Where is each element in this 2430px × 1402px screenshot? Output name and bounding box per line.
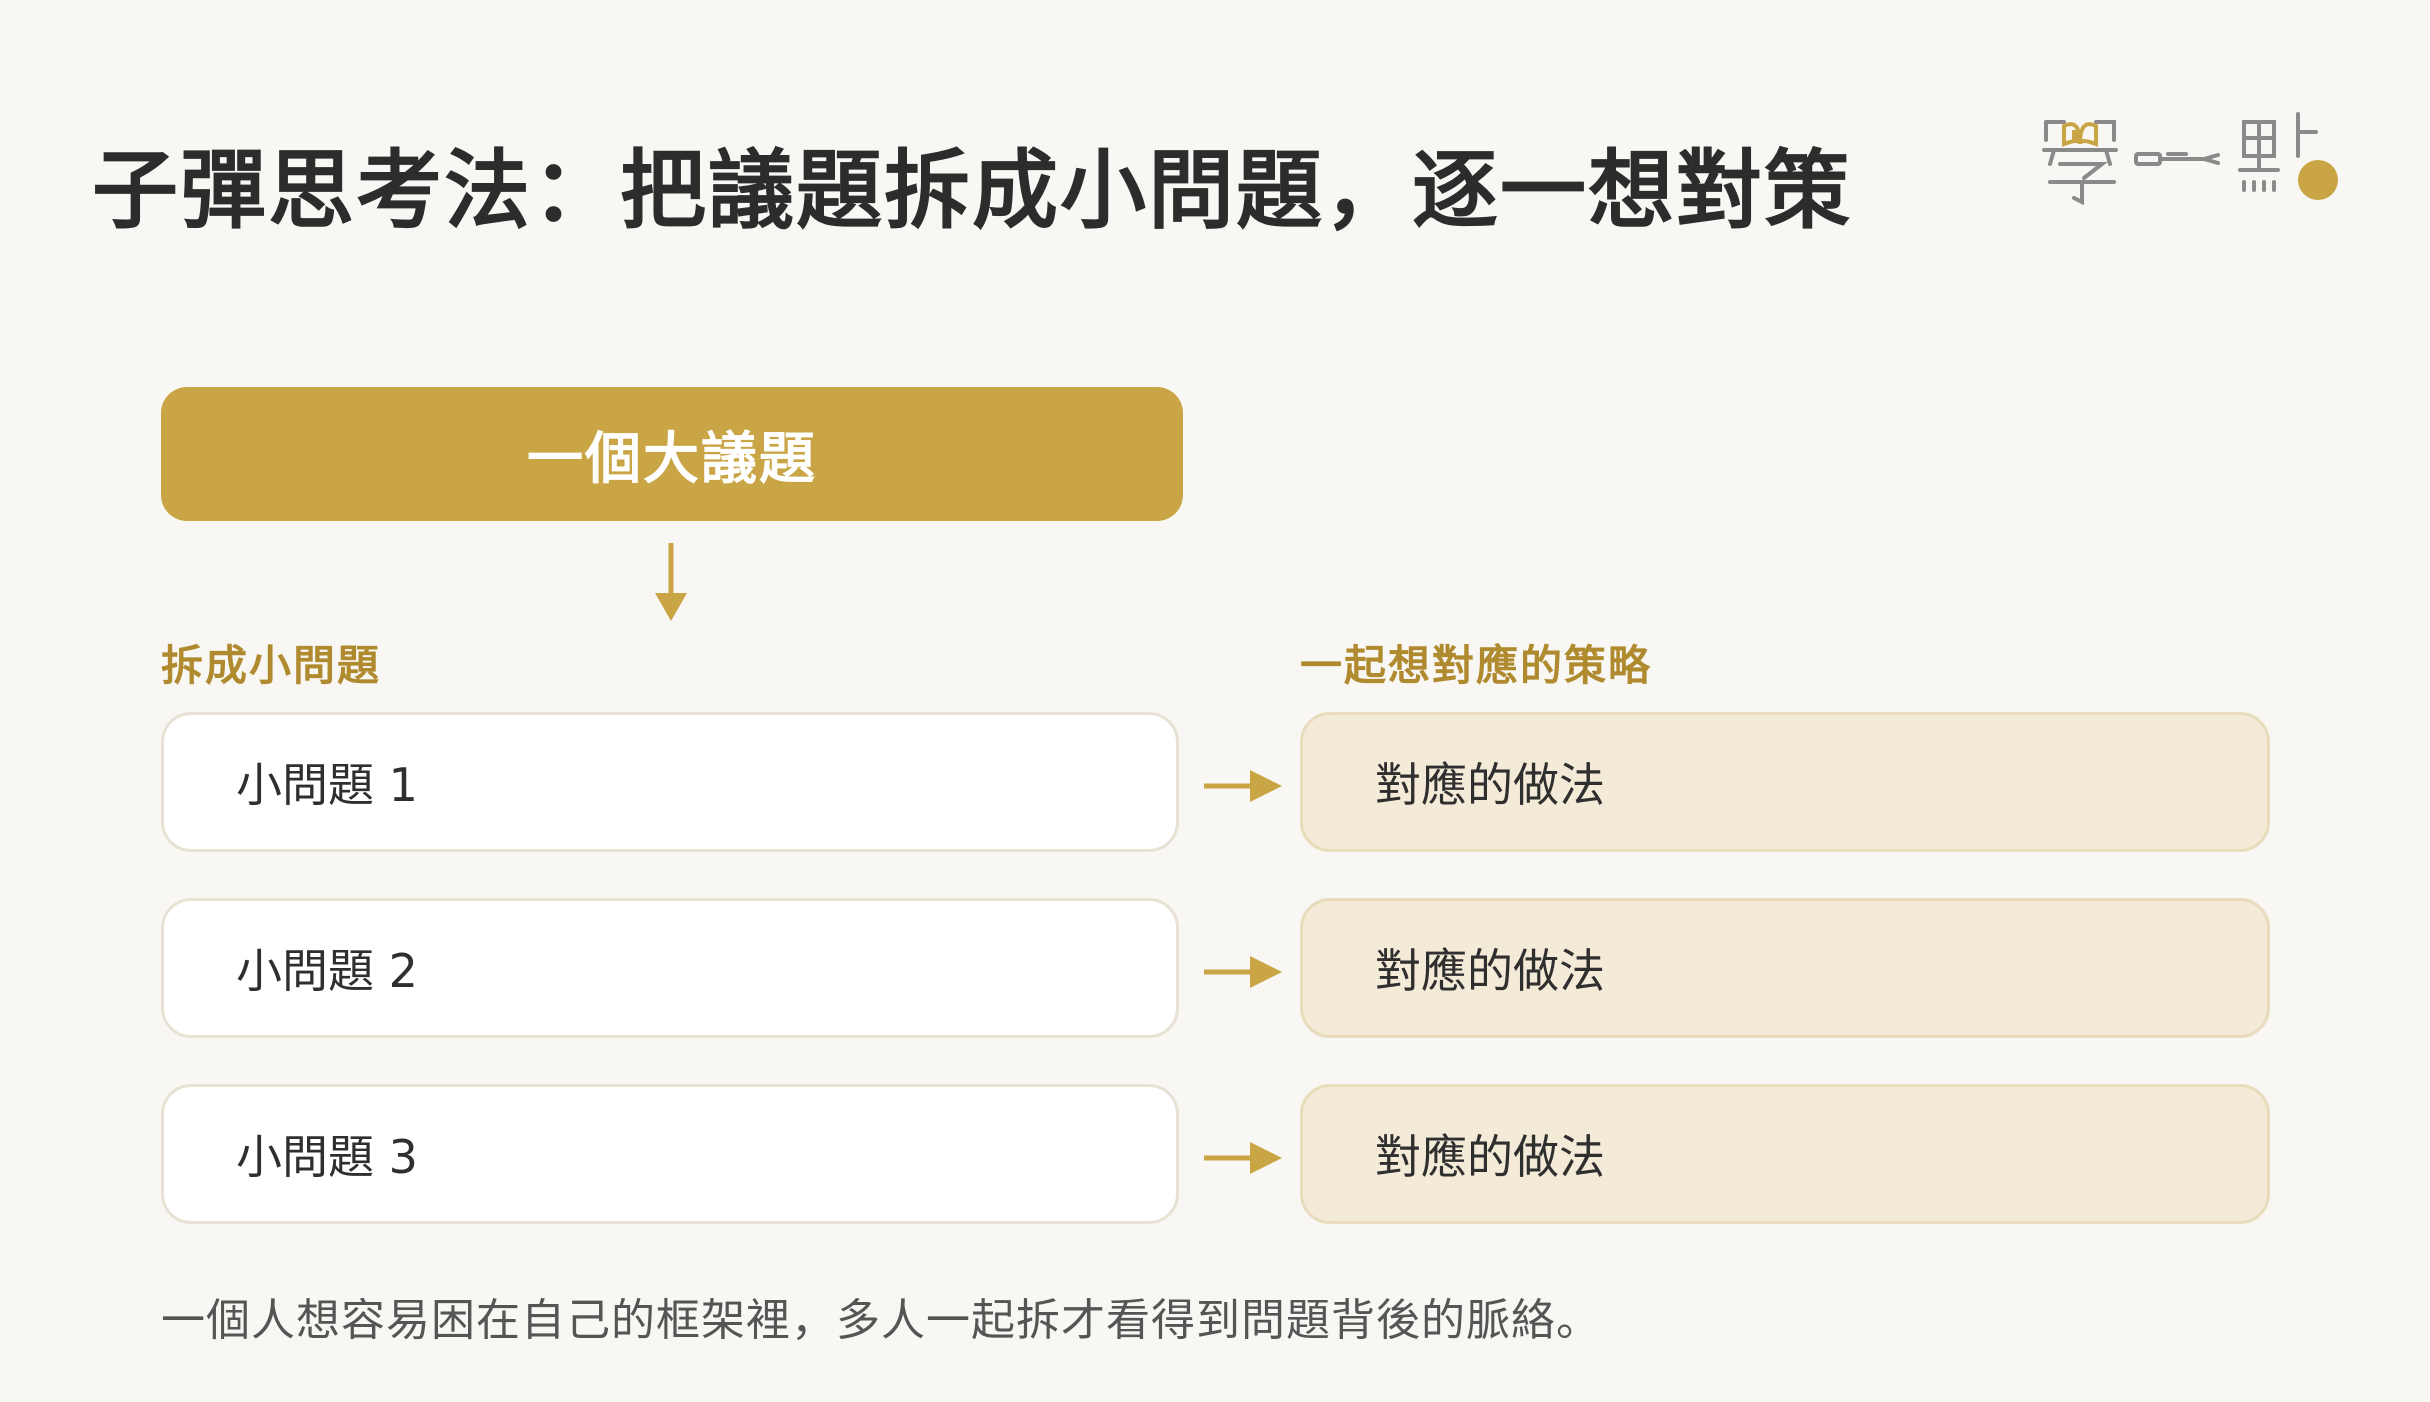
strategy-box: 對應的做法 xyxy=(1300,898,2270,1038)
strategy-box: 對應的做法 xyxy=(1300,712,2270,852)
pen-icon xyxy=(2134,152,2220,166)
sub-problem-box: 小問題 3 xyxy=(161,1084,1179,1224)
right-arrow-icon xyxy=(1204,770,1282,802)
dot-icon xyxy=(2238,112,2318,192)
right-column-label: 一起想對應的策略 xyxy=(1300,641,1653,690)
reading-figure-icon xyxy=(2042,120,2118,206)
down-arrow-icon xyxy=(655,543,687,621)
right-arrow-icon xyxy=(1204,1142,1282,1174)
sub-problem-box: 小問題 1 xyxy=(161,712,1179,852)
left-column-label: 拆成小問題 xyxy=(161,641,382,690)
footnote: 一個人想容易困在自己的框架裡，多人一起拆才看得到問題背後的脈絡。 xyxy=(161,1295,1601,1346)
sub-problem-box: 小問題 2 xyxy=(161,898,1179,1038)
main-issue-box: 一個大議題 xyxy=(161,387,1183,521)
right-arrow-icon xyxy=(1204,956,1282,988)
brand-logo xyxy=(2042,112,2338,206)
page-title: 子彈思考法：把議題拆成小問題，逐一想對策 xyxy=(92,141,1852,241)
strategy-box: 對應的做法 xyxy=(1300,1084,2270,1224)
